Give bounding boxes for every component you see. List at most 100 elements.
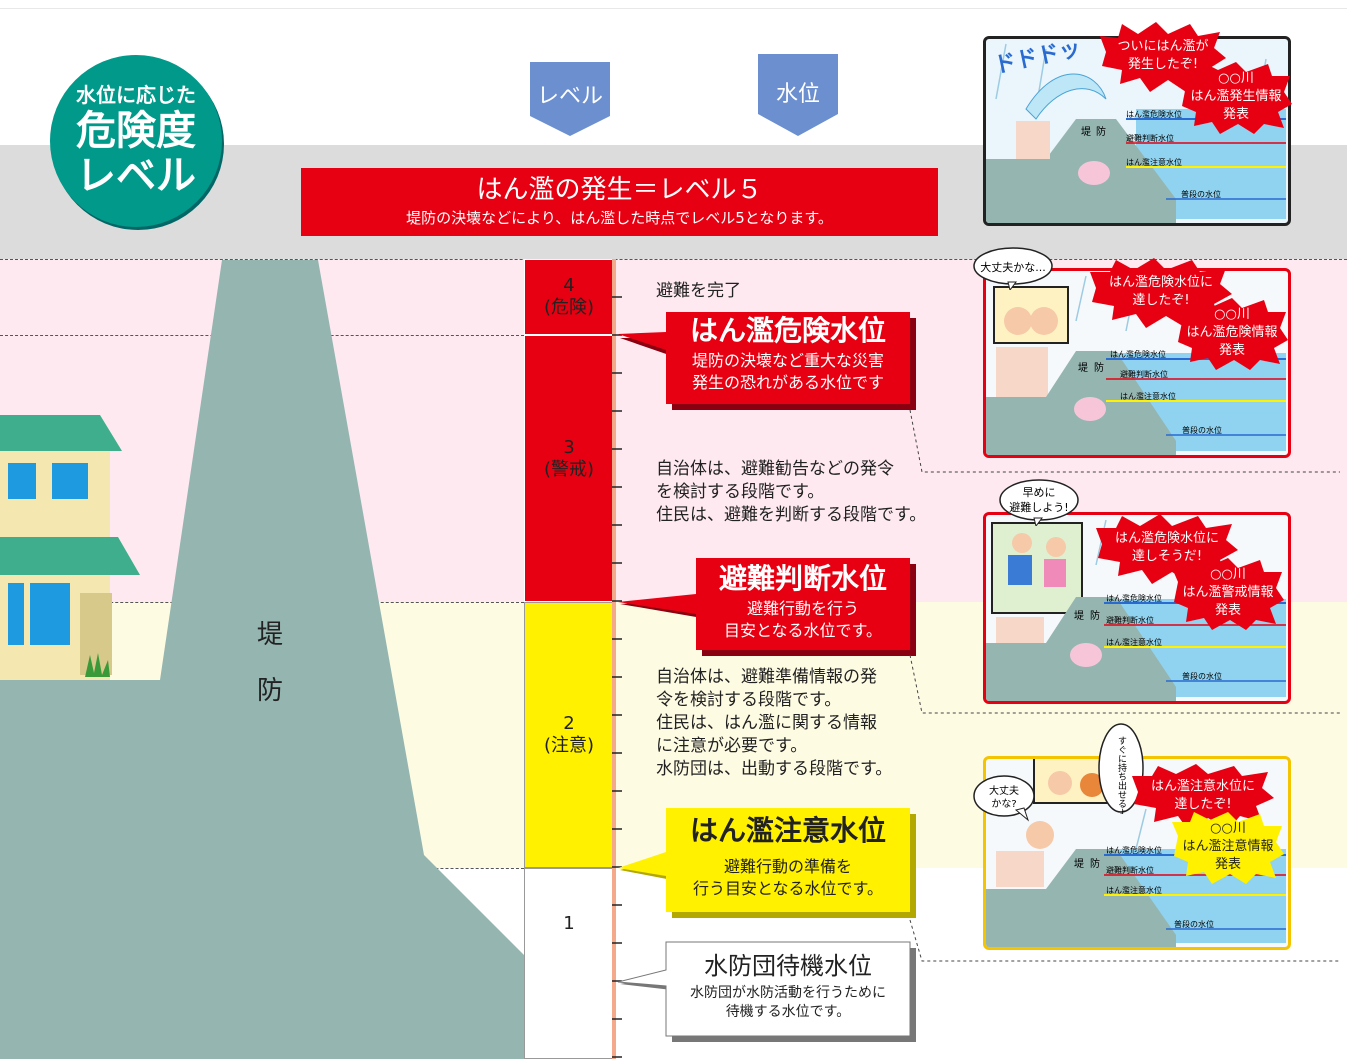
- panel2-line-normal: 普段の水位: [1182, 425, 1222, 435]
- levee-char-2: 防: [257, 676, 283, 706]
- danger-callout-line1: 堤防の決壊など重大な災害: [691, 351, 884, 370]
- caution-callout-line1: 避難行動の準備を: [723, 857, 852, 876]
- panel2-burst1-line1: はん濫危険水位に: [1109, 275, 1213, 290]
- levee-illustration: 堤 防: [0, 260, 524, 1059]
- water-header-label: 水位: [775, 82, 820, 107]
- badge-line2: 危険度: [76, 108, 196, 154]
- panel4-burst1-line1: はん濫注意水位に: [1151, 778, 1255, 794]
- evac-callout-shape: [618, 558, 916, 656]
- panel2-burst1-line2: 達したぞ!: [1132, 293, 1189, 308]
- panel2-line-evac: 避難判断水位: [1120, 369, 1168, 379]
- evac-callout-line1: 避難行動を行う: [746, 599, 859, 618]
- panel3-speech-bubble: 早めに 避難しよう!: [999, 479, 1079, 526]
- badge-line3: レベル: [76, 153, 196, 199]
- panel2-speech-bubble: 大丈夫かな...: [973, 247, 1053, 290]
- level2-desc-line: 住民は、はん濫に関する情報: [656, 713, 877, 733]
- panel-connectors: [909, 409, 1340, 962]
- panel3-line-danger: はん濫危険水位: [1106, 593, 1162, 603]
- level5-title: はん濫の発生＝レベル５: [476, 175, 763, 205]
- panel4-speech-bubble: 大丈夫 かな?: [973, 775, 1035, 822]
- panel1-burst2-line2: はん濫発生情報: [1190, 89, 1281, 104]
- caution-callout-line2: 行う目安となる水位です。: [693, 879, 883, 898]
- level3-description: 自治体は、避難勧告などの発令 を検討する段階です。 住民は、避難を判断する段階で…: [656, 458, 926, 527]
- panel4-vertical-speech: すぐに持ち出せるよう準備しておこう: [1098, 723, 1144, 814]
- level-2-cell: 2 (注意): [524, 602, 614, 868]
- panel4-levee-char-2: 防: [1090, 857, 1100, 870]
- panel1-line-danger: はん濫危険水位: [1126, 109, 1182, 119]
- panel4-burst2-line2: はん濫注意情報: [1182, 838, 1273, 854]
- panel3-burst2-line2: はん濫警戒情報: [1182, 584, 1273, 600]
- panel1-burst1-line2: 発生したぞ!: [1128, 57, 1198, 72]
- level2-desc-line: 水防団は、出動する段階です。: [656, 759, 893, 779]
- level-3-name: (警戒): [543, 458, 595, 480]
- panel2-levee-char-2: 防: [1094, 361, 1104, 374]
- standby-callout-shape: [617, 941, 916, 1042]
- level-ruler: [612, 259, 622, 1059]
- level-4-name: (危険): [543, 297, 595, 318]
- levee-char-1: 堤: [257, 620, 283, 650]
- panel3-burst2-line3: 発表: [1215, 603, 1241, 618]
- panel2-burst2-line3: 発表: [1219, 343, 1245, 358]
- danger-water-level-callout: はん濫危険水位 堤防の決壊など重大な災害 発生の恐れがある水位です: [668, 312, 908, 394]
- level4-description: 避難を完了: [656, 281, 741, 301]
- level5-subtitle: 堤防の決壊などにより、はん濫した時点でレベル5となります。: [406, 209, 833, 227]
- level-1-cell: 1: [524, 868, 614, 1059]
- panel3-speech-line1: 早めに: [1023, 486, 1056, 499]
- level2-desc-line: 令を検討する段階です。: [656, 690, 842, 710]
- panel2-burst2-line2: はん濫危険情報: [1186, 325, 1277, 340]
- panel3-levee-char-2: 防: [1090, 609, 1100, 622]
- panel4-line-danger: はん濫危険水位: [1106, 845, 1162, 855]
- panel3-line-normal: 普段の水位: [1182, 671, 1222, 681]
- danger-level-badge: 水位に応じた 危険度 レベル: [50, 55, 222, 227]
- panel4-burst1-line2: 達したぞ!: [1174, 797, 1231, 812]
- panel2-line-caution: はん濫注意水位: [1120, 391, 1176, 401]
- danger-callout-title: はん濫危険水位: [689, 314, 886, 347]
- panel4-speech-line2: かな?: [991, 798, 1016, 810]
- level5-banner: はん濫の発生＝レベル５ 堤防の決壊などにより、はん濫した時点でレベル5となります…: [301, 168, 938, 236]
- panel1-info-burst: ○○川 はん濫発生情報 発表: [1180, 62, 1292, 134]
- panel2-line-danger: はん濫危険水位: [1110, 349, 1166, 359]
- panel3-burst1-line2: 達しそうだ!: [1132, 549, 1202, 564]
- panel1-burst1-line1: ついにはん濫が: [1117, 39, 1208, 54]
- panel3-line-evac: 避難判断水位: [1106, 615, 1154, 625]
- panel4-vertical-text: すぐに持ち出せるよう準備しておこう: [1116, 736, 1127, 814]
- panel4-burst2-line3: 発表: [1215, 857, 1241, 872]
- panel3-levee-char-1: 堤: [1074, 610, 1084, 622]
- panel4-burst2-line1: ○○川: [1210, 821, 1246, 836]
- panel3-burst2-line1: ○○川: [1210, 567, 1246, 582]
- level-2-name: (注意): [543, 735, 595, 756]
- caution-callout-title: はん濫注意水位: [689, 814, 886, 847]
- dashed-line-level4-top: [0, 259, 1347, 260]
- level-2-num: 2: [563, 713, 575, 734]
- caution-callout-shape: [618, 808, 916, 918]
- water-column-header: 水位: [758, 54, 838, 136]
- level3-desc-line: 自治体は、避難勧告などの発令: [656, 459, 894, 479]
- house-icon: [0, 415, 140, 680]
- panel3-speech-line2: 避難しよう!: [1009, 500, 1068, 514]
- standby-callout-line2: 待機する水位です。: [725, 1004, 851, 1020]
- danger-callout-shape: [618, 312, 916, 410]
- panel1-levee-char-1: 堤: [1081, 126, 1091, 138]
- panel2-info-burst: ○○川 はん濫危険情報 発表: [1176, 298, 1288, 370]
- panel3-line-caution: はん濫注意水位: [1106, 637, 1162, 647]
- level-column-header: レベル: [530, 62, 610, 136]
- level-4-cell: 4 (危険): [524, 259, 614, 335]
- dashed-line-caution: [380, 868, 524, 869]
- panel4-level-burst: はん濫注意水位に 達したぞ!: [1132, 764, 1274, 830]
- caution-water-level-callout: はん濫注意水位 避難行動の準備を 行う目安となる水位です。: [666, 810, 910, 900]
- level-3-num: 3: [563, 436, 575, 458]
- top-border-line: [0, 8, 1347, 9]
- evac-judgment-callout: 避難判断水位 避難行動を行う 目安となる水位です。: [696, 560, 910, 642]
- panel4-line-evac: 避難判断水位: [1106, 865, 1154, 875]
- panel2-levee-char-1: 堤: [1078, 362, 1088, 374]
- panel1-levee-char-2: 防: [1096, 125, 1106, 138]
- level-1-num: 1: [563, 913, 575, 934]
- panel4-line-normal: 普段の水位: [1174, 919, 1214, 929]
- standby-callout-title: 水防団待機水位: [704, 952, 872, 980]
- level2-description: 自治体は、避難準備情報の発 令を検討する段階です。 住民は、はん濫に関する情報 …: [656, 666, 892, 781]
- badge-line1: 水位に応じた: [76, 83, 196, 107]
- panel2-speech-text: 大丈夫かな...: [980, 260, 1046, 274]
- level2-desc-line: 自治体は、避難準備情報の発: [656, 667, 877, 687]
- panel1-burst2-line3: 発表: [1223, 107, 1249, 122]
- panel2-burst2-line1: ○○川: [1214, 307, 1250, 322]
